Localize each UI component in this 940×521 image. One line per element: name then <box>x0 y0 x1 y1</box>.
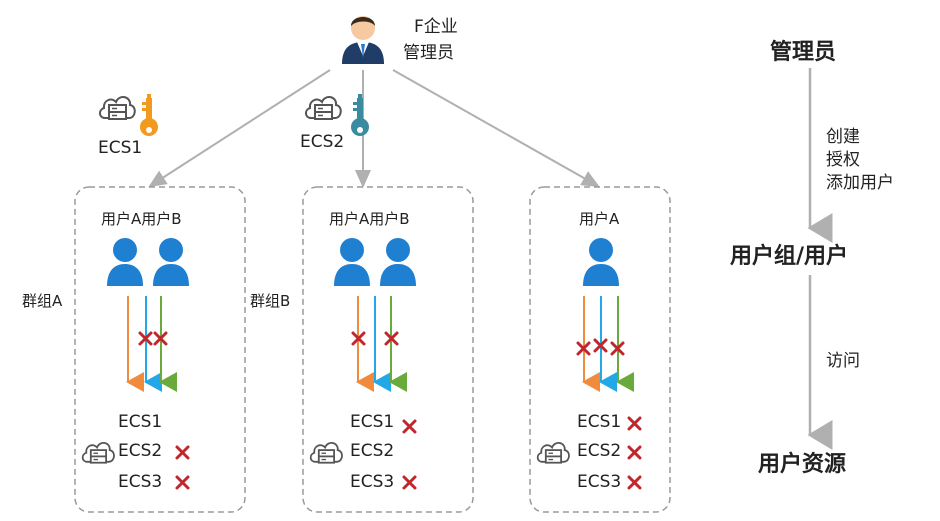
resource-label: ECS2 <box>350 441 395 461</box>
resource-label: ECS3 <box>118 472 163 492</box>
flow-top-label: 管理员 <box>770 40 837 65</box>
group-label-a: 群组A <box>22 292 63 310</box>
flow-middle-label: 用户组/用户 <box>730 244 849 269</box>
key-label-ecs1: ECS1 <box>98 138 143 158</box>
resource-label: ECS3 <box>577 472 622 492</box>
group-label-b: 群组B <box>250 292 291 310</box>
resource-label: ECS1 <box>118 412 163 432</box>
flow-step1-add-user: 添加用户 <box>826 173 894 193</box>
user-icon <box>380 238 416 286</box>
user-icon <box>107 238 143 286</box>
admin-title-line2: 管理员 <box>403 43 454 63</box>
resource-label: ECS3 <box>350 472 395 492</box>
user-icon <box>583 238 619 286</box>
admin-title-line1: F企业 <box>414 17 458 37</box>
cloud-server-icon <box>99 96 136 120</box>
group-users-label: 用户A用户B <box>101 210 182 228</box>
group-b-box <box>302 186 474 513</box>
admin-avatar-icon <box>342 16 384 64</box>
group-users-label: 用户A用户B <box>329 210 410 228</box>
deny-x-marks <box>138 331 625 356</box>
key-icon <box>351 94 369 136</box>
resource-label: ECS1 <box>350 412 395 432</box>
user-icon <box>334 238 370 286</box>
resource-label: ECS1 <box>577 412 622 432</box>
flow-step2-access: 访问 <box>826 351 860 371</box>
group-a-box <box>74 186 246 513</box>
admin-to-group-c-line <box>392 69 600 187</box>
user-icon <box>153 238 189 286</box>
flow-step1-authorize: 授权 <box>826 150 860 170</box>
cloud-server-icon <box>305 96 342 120</box>
cloud-server-icon <box>536 442 570 464</box>
group-users-label: 用户A <box>579 210 620 228</box>
admin-to-group-a-line <box>148 69 331 188</box>
resource-label: ECS2 <box>577 441 622 461</box>
key-icon <box>140 94 158 136</box>
flow-step1-create: 创建 <box>826 127 860 147</box>
flow-bottom-label: 用户资源 <box>758 452 847 477</box>
group-c-box <box>529 186 671 513</box>
cloud-server-icon <box>309 442 343 464</box>
resource-label: ECS2 <box>118 441 163 461</box>
cloud-server-icon <box>81 442 115 464</box>
key-label-ecs2: ECS2 <box>300 132 345 152</box>
